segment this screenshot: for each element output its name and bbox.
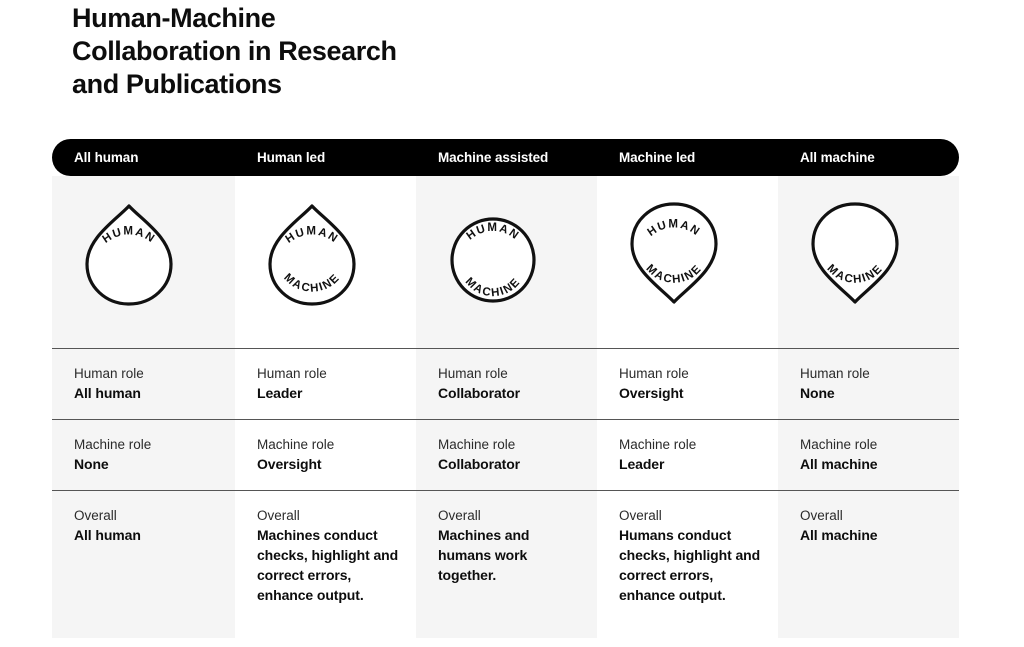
human-role-value: Leader <box>257 385 303 401</box>
teardrop-point-up-human-machine-icon: HUMAN MACHINE <box>257 194 367 314</box>
overall-value: All human <box>74 527 141 543</box>
teardrop-point-up-human-icon: HUMAN <box>74 194 184 314</box>
table-body: HUMAN HU <box>52 176 959 638</box>
human-role-cell-machine-led: Human role Oversight <box>597 348 778 419</box>
circle-human-machine-icon: HUMAN MACHINE <box>438 194 548 314</box>
overall-label: Overall <box>619 508 662 523</box>
machine-role-cell-all-machine: Machine role All machine <box>778 419 959 490</box>
machine-role-label: Machine role <box>800 437 878 452</box>
overall-cell-human-led: Overall Machines conduct checks, highlig… <box>235 490 416 638</box>
icon-row: HUMAN HU <box>52 176 959 348</box>
human-role-value: Collaborator <box>438 385 521 401</box>
human-role-cell-all-machine: Human role None <box>778 348 959 419</box>
machine-role-value: Leader <box>619 456 665 472</box>
column-header-all-machine: All machine <box>800 150 875 165</box>
human-role-cell-all-human: Human role All human <box>52 348 235 419</box>
overall-row: Overall All human Overall Machines condu… <box>52 490 959 638</box>
human-role-cell-machine-assisted: Human role Collaborator <box>416 348 597 419</box>
overall-cell-all-human: Overall All human <box>52 490 235 638</box>
overall-value: Machines conduct checks, highlight and c… <box>257 527 399 603</box>
machine-role-cell-human-led: Machine role Oversight <box>235 419 416 490</box>
column-header-machine-led: Machine led <box>619 150 696 165</box>
page-title: Human-Machine Collaboration in Research … <box>72 3 397 99</box>
machine-role-label: Machine role <box>257 437 335 452</box>
teardrop-point-down-machine-icon: MACHINE <box>800 194 910 314</box>
table-header-row: All human Human led Machine assisted Mac… <box>52 139 959 176</box>
teardrop-point-down-human-machine-icon: HUMAN MACHINE <box>619 194 729 314</box>
machine-role-label: Machine role <box>619 437 697 452</box>
machine-role-row: Machine role None Machine role Oversight… <box>52 419 959 490</box>
overall-label: Overall <box>438 508 481 523</box>
overall-value: Machines and humans work together. <box>438 527 530 583</box>
column-header-human-led: Human led <box>257 150 326 165</box>
icon-cell-human-led: HUMAN MACHINE <box>235 176 416 348</box>
machine-role-value: None <box>74 456 109 472</box>
human-role-cell-human-led: Human role Leader <box>235 348 416 419</box>
machine-role-value: Oversight <box>257 456 322 472</box>
human-role-label: Human role <box>619 366 689 381</box>
overall-label: Overall <box>74 508 117 523</box>
human-role-label: Human role <box>800 366 870 381</box>
overall-cell-all-machine: Overall All machine <box>778 490 959 638</box>
human-role-row: Human role All human Human role Leader H… <box>52 348 959 419</box>
icon-cell-machine-assisted: HUMAN MACHINE <box>416 176 597 348</box>
human-role-label: Human role <box>438 366 508 381</box>
column-header-all-human: All human <box>74 150 139 165</box>
human-role-value: None <box>800 385 835 401</box>
human-role-value: All human <box>74 385 141 401</box>
comparison-table: All human Human led Machine assisted Mac… <box>52 139 959 638</box>
icon-cell-machine-led: HUMAN MACHINE <box>597 176 778 348</box>
machine-role-label: Machine role <box>74 437 152 452</box>
overall-label: Overall <box>257 508 300 523</box>
overall-value: All machine <box>800 527 878 543</box>
overall-label: Overall <box>800 508 843 523</box>
overall-cell-machine-led: Overall Humans conduct checks, highlight… <box>597 490 778 638</box>
overall-value: Humans conduct checks, highlight and cor… <box>619 527 761 603</box>
machine-role-value: Collaborator <box>438 456 521 472</box>
column-header-machine-assisted: Machine assisted <box>438 150 549 165</box>
machine-role-cell-machine-assisted: Machine role Collaborator <box>416 419 597 490</box>
icon-cell-all-human: HUMAN <box>52 176 235 348</box>
machine-role-cell-all-human: Machine role None <box>52 419 235 490</box>
icon-cell-all-machine: MACHINE <box>778 176 959 348</box>
machine-role-value: All machine <box>800 456 878 472</box>
machine-role-cell-machine-led: Machine role Leader <box>597 419 778 490</box>
human-role-label: Human role <box>74 366 144 381</box>
machine-role-label: Machine role <box>438 437 516 452</box>
human-role-label: Human role <box>257 366 327 381</box>
human-role-value: Oversight <box>619 385 684 401</box>
overall-cell-machine-assisted: Overall Machines and humans work togethe… <box>416 490 597 638</box>
